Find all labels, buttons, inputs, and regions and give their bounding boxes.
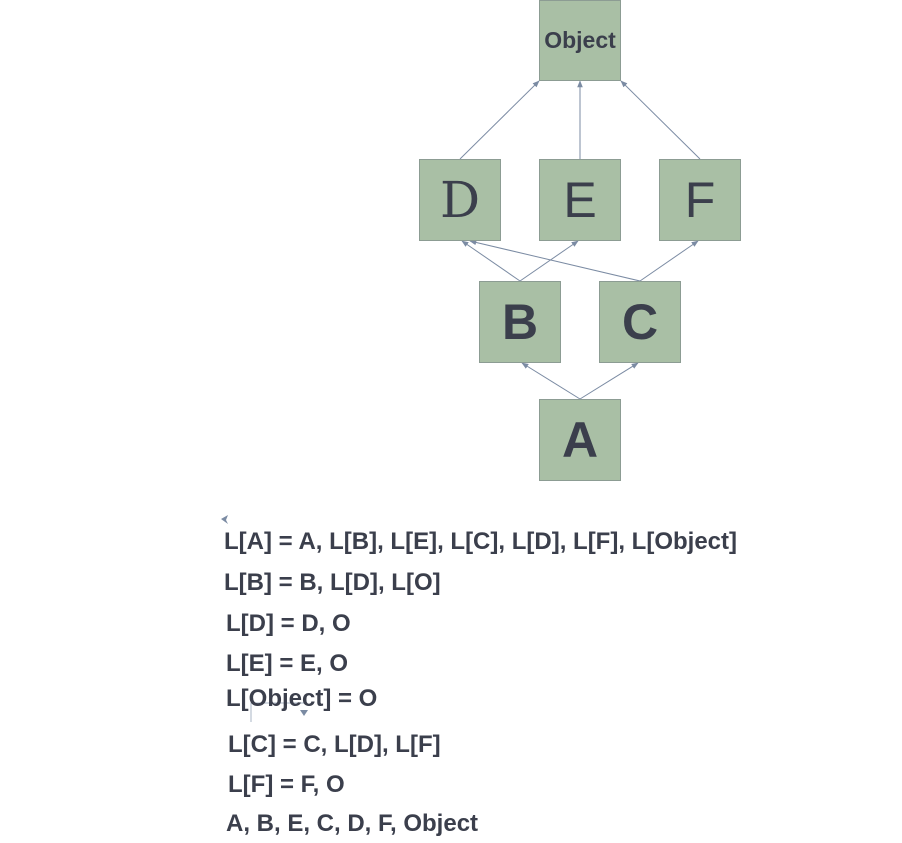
class-node-f[interactable]: F: [659, 159, 741, 241]
mro-result[interactable]: A, B, E, C, D, F, Object: [226, 810, 479, 837]
linearization-f[interactable]: L[F] = F, O: [228, 771, 345, 798]
edge-a-to-b: [521, 362, 581, 400]
class-node-label: E: [563, 172, 597, 228]
class-node-object[interactable]: Object: [539, 0, 621, 81]
linearization-e[interactable]: L[E] = E, O: [226, 650, 349, 677]
edge-c-to-f: [639, 240, 699, 282]
connector-overlay-arrowhead: [300, 710, 308, 716]
edge-c-to-d: [469, 239, 641, 282]
class-node-label: C: [621, 294, 659, 350]
class-node-label: D: [439, 171, 481, 229]
edge-b-to-d: [461, 240, 521, 282]
edge-d-to-object: [459, 80, 540, 160]
stray-arrowhead: [221, 515, 228, 524]
class-node-label: Object: [544, 27, 616, 53]
class-node-b[interactable]: B: [479, 281, 561, 363]
connector-overlay: [250, 702, 304, 722]
linearization-c[interactable]: L[C] = C, L[D], L[F]: [228, 731, 441, 758]
class-node-e[interactable]: E: [539, 159, 621, 241]
class-node-d[interactable]: D: [419, 159, 501, 241]
class-node-a[interactable]: A: [539, 399, 621, 481]
class-node-label: F: [684, 172, 716, 228]
edge-a-to-c: [579, 362, 639, 400]
edge-f-to-object: [620, 80, 701, 160]
class-node-label: B: [501, 294, 539, 350]
class-node-c[interactable]: C: [599, 281, 681, 363]
class-node-label: A: [561, 412, 599, 468]
linearization-a[interactable]: L[A] = A, L[B], L[E], L[C], L[D], L[F], …: [224, 528, 737, 555]
linearization-b[interactable]: L[B] = B, L[D], L[O]: [224, 569, 441, 596]
linearization-d[interactable]: L[D] = D, O: [226, 610, 351, 637]
edge-b-to-e: [519, 240, 579, 282]
linearization-object[interactable]: L[Object] = O: [226, 685, 378, 712]
